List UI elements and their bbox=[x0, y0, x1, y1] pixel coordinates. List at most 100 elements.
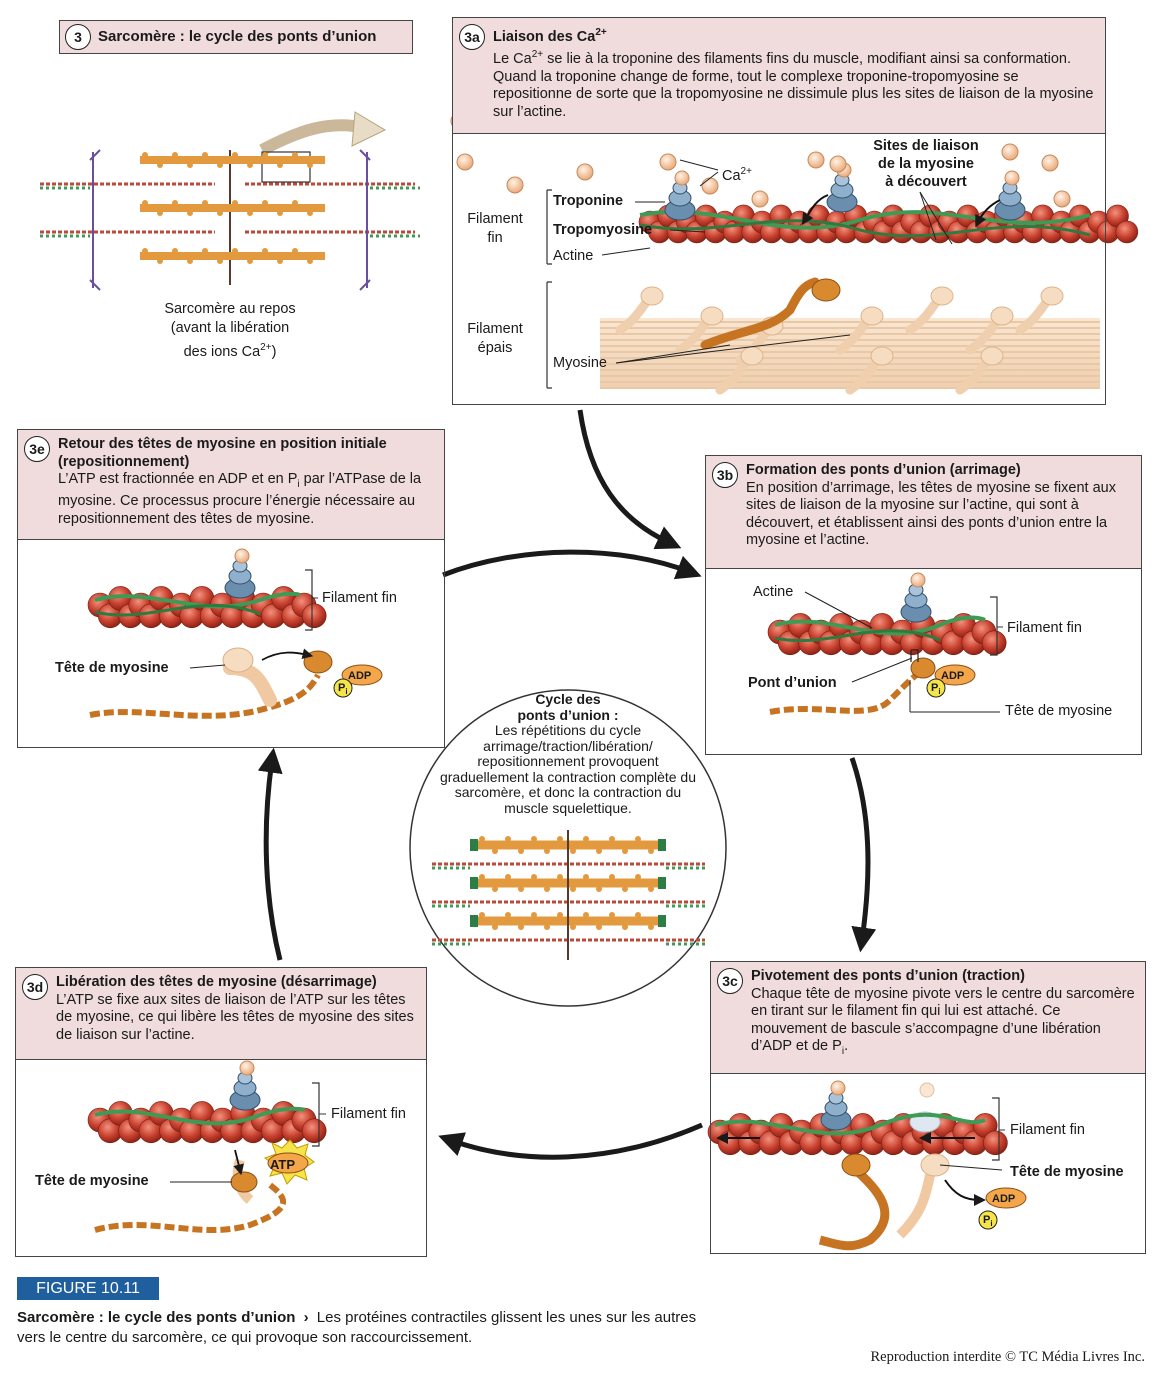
myosin-head bbox=[544, 886, 550, 892]
myosin-head bbox=[596, 924, 602, 930]
z-disc bbox=[658, 877, 666, 889]
calcium-ion bbox=[456, 153, 474, 171]
myosin-head bbox=[247, 258, 253, 264]
troponin-complex bbox=[234, 548, 250, 564]
panel-3b-title: Formation des ponts d’union (arrimage) bbox=[746, 462, 1021, 478]
myosin-head bbox=[570, 848, 576, 854]
step-badge-3c: 3c bbox=[717, 968, 743, 994]
myosin-head bbox=[648, 886, 654, 892]
myosin-head bbox=[531, 874, 537, 880]
step-badge-3a: 3a bbox=[459, 24, 485, 50]
myosin-head bbox=[172, 152, 178, 158]
figure-number: FIGURE 10.11 bbox=[17, 1277, 159, 1300]
step-badge-3b: 3b bbox=[712, 462, 738, 488]
3c-adp-label: ADP bbox=[992, 1193, 1016, 1205]
myosin-head bbox=[187, 210, 193, 216]
myosin-head bbox=[187, 162, 193, 168]
myosin-head bbox=[518, 886, 524, 892]
myosin-head bbox=[635, 836, 641, 842]
myosin-head-pale bbox=[860, 306, 884, 326]
3d-tete-label: Tête de myosine bbox=[35, 1173, 149, 1189]
myosin-head bbox=[570, 924, 576, 930]
figure-caption: Sarcomère : le cycle des ponts d’union ›… bbox=[17, 1309, 697, 1346]
panel-3d: 3d Libération des têtes de myosine (désa… bbox=[15, 967, 427, 1257]
myosin-head bbox=[596, 886, 602, 892]
calcium-ion bbox=[659, 153, 677, 171]
3b-tete-label: Tête de myosine bbox=[1005, 703, 1113, 719]
panel-3d-header: 3d Libération des têtes de myosine (désa… bbox=[16, 968, 426, 1060]
panel-3c-drawing bbox=[707, 1080, 1027, 1251]
panel-3b: 3b Formation des ponts d’union (arrimage… bbox=[705, 455, 1142, 755]
3b-filament-fin-label: Filament fin bbox=[1007, 620, 1082, 636]
myosin-head bbox=[479, 874, 485, 880]
myosin-head bbox=[583, 874, 589, 880]
myosin-head bbox=[557, 874, 563, 880]
3c-pi-label: Pi bbox=[983, 1214, 993, 1229]
panel-3a-header: 3a Liaison des Ca2+ Le Ca2+ se lie à la … bbox=[453, 18, 1105, 134]
myosin-head bbox=[292, 152, 298, 158]
myosin-head-pale bbox=[930, 286, 954, 306]
myosin-head bbox=[531, 912, 537, 918]
troponin-complex bbox=[239, 1060, 255, 1076]
myosin-head bbox=[202, 248, 208, 254]
myosin-head bbox=[232, 152, 238, 158]
troponine-label: Troponine bbox=[553, 193, 624, 209]
panel-3e: 3e Retour des têtes de myosine en positi… bbox=[17, 429, 445, 748]
myosin-head-pale bbox=[640, 286, 664, 306]
panel-3a: 3a Liaison des Ca2+ Le Ca2+ se lie à la … bbox=[452, 17, 1106, 405]
myosin-head bbox=[557, 912, 563, 918]
panel-3b-text: En position d’arrimage, les têtes de myo… bbox=[746, 479, 1116, 549]
troponin-complex bbox=[910, 572, 926, 588]
3b-adp-label: ADP bbox=[941, 670, 965, 682]
z-disc bbox=[470, 915, 478, 927]
myosin-head bbox=[142, 200, 148, 206]
z-disc bbox=[470, 877, 478, 889]
cycle-text: Cycle des ponts d’union : Les répétition… bbox=[439, 691, 697, 816]
myosin-head bbox=[557, 836, 563, 842]
panel-3d-drawing bbox=[87, 1060, 327, 1233]
myosin-head bbox=[635, 874, 641, 880]
cycle-arrows bbox=[257, 409, 877, 1160]
myosin-head bbox=[518, 924, 524, 930]
3b-actine-label: Actine bbox=[753, 584, 794, 600]
myosin-head bbox=[479, 836, 485, 842]
myosin-head bbox=[492, 886, 498, 892]
myosin-head bbox=[142, 248, 148, 254]
calcium-ion bbox=[576, 163, 594, 181]
myosin-head bbox=[262, 248, 268, 254]
panel-3a-drawing bbox=[450, 112, 1139, 395]
calcium-ion bbox=[1041, 154, 1059, 172]
myosin-head bbox=[609, 874, 615, 880]
panel-3a-text: Le Ca2+ se lie à la troponine des filame… bbox=[493, 49, 1094, 120]
panel-3c-text: Chaque tête de myosine pivote vers le ce… bbox=[751, 985, 1135, 1057]
panel-3c: 3c Pivotement des ponts d’union (tractio… bbox=[710, 961, 1146, 1254]
myosin-head bbox=[247, 210, 253, 216]
myosin-head bbox=[277, 258, 283, 264]
myosin-head bbox=[596, 848, 602, 854]
rest-caption: Sarcomère au repos (avant la libération … bbox=[120, 300, 340, 362]
title-box: 3 Sarcomère : le cycle des ponts d’union bbox=[59, 20, 413, 54]
calcium-ion bbox=[1053, 190, 1071, 208]
myosin-head bbox=[277, 162, 283, 168]
myosin-head bbox=[307, 210, 313, 216]
3d-atp-label: ATP bbox=[270, 1157, 296, 1172]
myosin-head bbox=[609, 836, 615, 842]
actin-bead bbox=[301, 603, 327, 629]
myosin-head-pale bbox=[980, 346, 1004, 366]
myosin-head bbox=[292, 248, 298, 254]
myosin-head-pale bbox=[990, 306, 1014, 326]
myosin-head bbox=[609, 912, 615, 918]
3b-pi-label: Pi bbox=[931, 682, 941, 697]
myosin-head bbox=[544, 924, 550, 930]
myosin-head bbox=[622, 886, 628, 892]
3e-adp-label: ADP bbox=[348, 670, 372, 682]
myosin-head bbox=[622, 848, 628, 854]
myosin-head bbox=[479, 912, 485, 918]
myosin-head bbox=[505, 874, 511, 880]
myosin-head bbox=[492, 924, 498, 930]
step-badge-3d: 3d bbox=[22, 974, 48, 1000]
tropomyosine-label: Tropomyosine bbox=[553, 222, 653, 238]
